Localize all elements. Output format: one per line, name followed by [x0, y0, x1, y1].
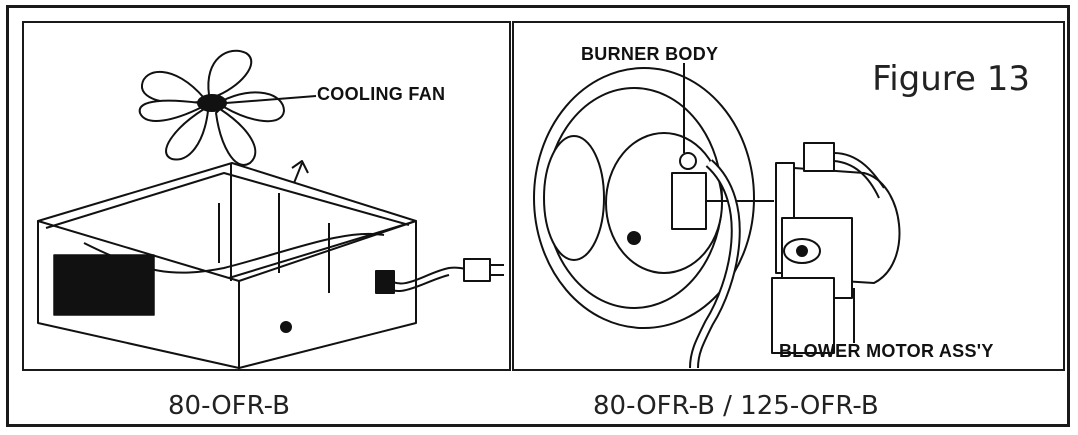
burner-flange — [533, 63, 774, 329]
figure-number-label: Figure 13 — [872, 59, 1030, 99]
right-caption: 80-OFR-B / 125-OFR-B — [593, 391, 879, 421]
vent-grille — [53, 254, 155, 316]
power-cord — [375, 258, 504, 294]
fan-blades — [138, 49, 317, 166]
figure-frame: COOLING FAN — [6, 5, 1070, 427]
burner-blower-panel: BURNER BODY Figure 13 BLOWER MOTOR ASS'Y — [512, 21, 1065, 371]
burner-blower-illustration — [533, 63, 901, 369]
burner-body-label: BURNER BODY — [581, 44, 719, 64]
left-caption: 80-OFR-B — [168, 391, 290, 421]
cooling-fan-label: COOLING FAN — [317, 84, 446, 104]
blower-motor-label: BLOWER MOTOR ASS'Y — [779, 341, 994, 361]
blower-motor — [771, 142, 901, 354]
cooling-fan-illustration — [37, 49, 504, 369]
cooling-fan-panel: COOLING FAN — [22, 21, 511, 371]
